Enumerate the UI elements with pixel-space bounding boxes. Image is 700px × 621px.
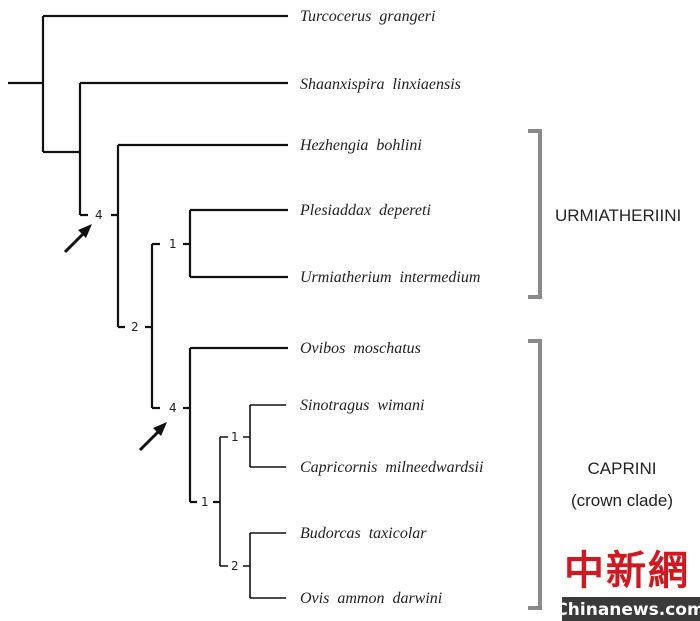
taxon-label: Ovibos moschatus	[300, 340, 421, 357]
taxon-label: Shaanxispira linxiaensis	[300, 76, 461, 93]
node-support-label: 1	[201, 495, 209, 509]
tree-branches	[8, 14, 288, 504]
taxon-label: Plesiaddax depereti	[299, 202, 431, 219]
clade-label-caprini: CAPRINI	[588, 459, 657, 478]
watermark-chinese: 中新網	[564, 547, 690, 594]
clade-label-urmiatheriini: URMIATHERIINI	[555, 206, 681, 225]
arrow-icon	[63, 224, 92, 254]
clade-note-crown: (crown clade)	[571, 491, 673, 510]
node-support-label: 1	[169, 237, 177, 251]
node-support-label: 2	[131, 320, 139, 334]
urmiatheriini-bracket	[528, 129, 542, 299]
node-support-label: 4	[169, 401, 177, 415]
watermark-text: Chinanews.com	[555, 600, 700, 620]
taxon-label: Capricornis milneedwardsii	[300, 459, 483, 476]
tree-branches-thin	[219, 404, 286, 599]
taxon-label: Ovis ammon darwini	[300, 590, 442, 607]
node-support-label: 4	[95, 208, 103, 222]
branch-node-b	[116, 143, 288, 329]
branch-node-c	[150, 242, 190, 410]
taxon-label: Urmiatherium intermedium	[300, 269, 480, 286]
taxon-label: Sinotragus wimani	[300, 397, 424, 414]
taxon-label: Hezhengia bohlini	[299, 137, 422, 154]
branch-node-a	[78, 81, 288, 217]
root-branch	[8, 14, 288, 154]
arrow-icon	[138, 422, 167, 452]
taxon-label: Turcocerus grangeri	[300, 8, 435, 25]
taxon-label: Budorcas taxicolar	[300, 525, 427, 542]
branch-caprini	[188, 346, 288, 504]
caprini-bracket	[528, 339, 542, 610]
branch-urmiatheriini	[188, 208, 288, 279]
node-support-label: 1	[231, 430, 239, 444]
watermark-logo: 中新網 Chinanews.com	[555, 547, 700, 621]
node-support-label: 2	[231, 559, 239, 573]
